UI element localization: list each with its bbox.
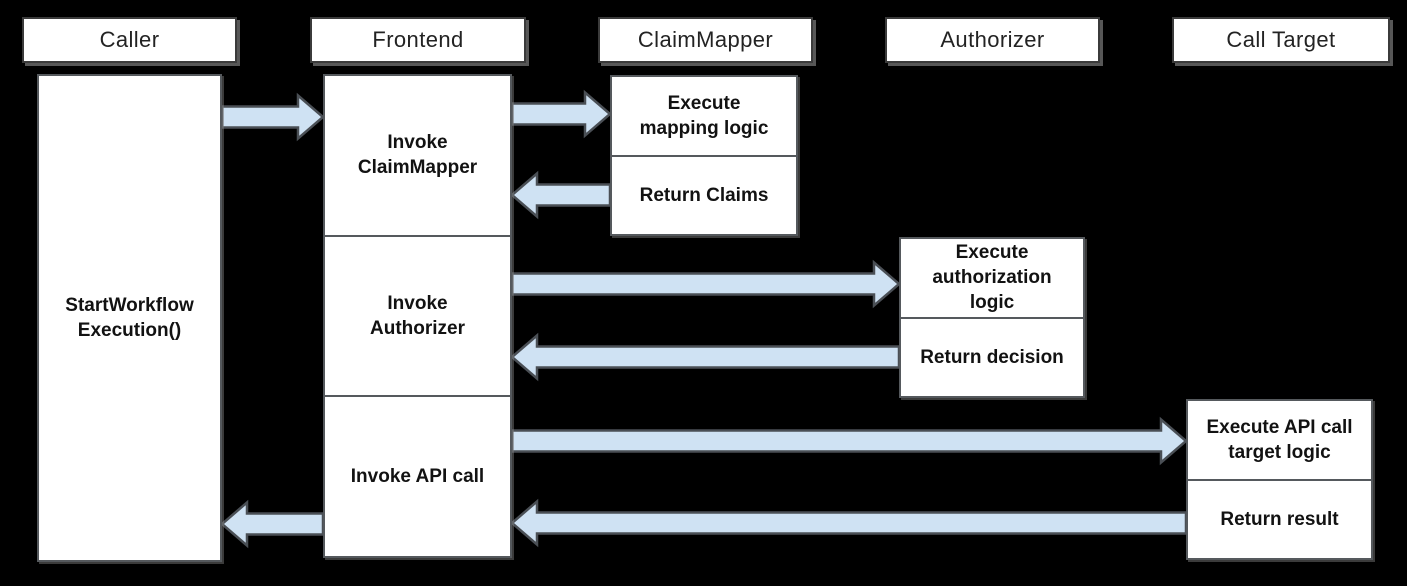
step-label-invoke-api-call: Invoke API call (350, 466, 485, 488)
participant-label-frontend: Frontend (372, 27, 464, 52)
step-execute-mapping-logic: Execute mapping logic (612, 77, 796, 155)
msg-caller-to-frontend (220, 92, 325, 142)
msg-return-claims (510, 170, 612, 220)
step-invoke-authorizer: Invoke Authorizer (325, 234, 510, 396)
step-label-execute-api-call-target-logic: Execute API call target logic (1206, 416, 1353, 463)
step-label-return-decision: Return decision (920, 346, 1064, 368)
step-label-execute-authorization-logic: Execute authorization logic (932, 242, 1052, 314)
activation-caller-startworkflow: StartWorkflow Execution() (37, 74, 222, 562)
msg-return-decision (510, 332, 901, 382)
activation-claimmapper: Execute mapping logic Return Claims (610, 75, 798, 236)
step-label-invoke-authorizer: Invoke Authorizer (370, 292, 465, 339)
step-execute-authorization-logic: Execute authorization logic (901, 239, 1083, 317)
step-return-result: Return result (1188, 478, 1371, 559)
activation-calltarget: Execute API call target logic Return res… (1186, 399, 1373, 560)
participant-label-authorizer: Authorizer (940, 27, 1045, 52)
participant-header-authorizer: Authorizer (885, 17, 1100, 63)
activation-frontend: Invoke ClaimMapper Invoke Authorizer Inv… (323, 74, 512, 558)
msg-frontend-to-authorizer (510, 259, 901, 309)
step-return-claims: Return Claims (612, 154, 796, 235)
participant-label-claimmapper: ClaimMapper (637, 27, 774, 52)
step-invoke-api-call: Invoke API call (325, 395, 510, 556)
step-label-execute-mapping-logic: Execute mapping logic (639, 92, 769, 139)
step-label-invoke-claimmapper: Invoke ClaimMapper (357, 132, 478, 179)
participant-header-calltarget: Call Target (1172, 17, 1390, 63)
msg-frontend-to-caller (220, 499, 325, 549)
participant-header-frontend: Frontend (310, 17, 526, 63)
activation-authorizer: Execute authorization logic Return decis… (899, 237, 1085, 398)
step-label-return-result: Return result (1220, 508, 1339, 530)
activation-label-startworkflow: StartWorkflow Execution() (65, 294, 194, 341)
step-return-decision: Return decision (901, 316, 1083, 397)
msg-frontend-to-claimmapper (510, 89, 612, 139)
step-invoke-claimmapper: Invoke ClaimMapper (325, 76, 510, 235)
step-execute-api-call-target-logic: Execute API call target logic (1188, 401, 1371, 479)
step-label-return-claims: Return Claims (639, 184, 769, 206)
msg-return-result (510, 498, 1188, 548)
participant-label-calltarget: Call Target (1226, 27, 1336, 52)
msg-frontend-to-calltarget (510, 416, 1188, 466)
participant-header-claimmapper: ClaimMapper (598, 17, 813, 63)
participant-label-caller: Caller (99, 27, 160, 52)
participant-header-caller: Caller (22, 17, 237, 63)
